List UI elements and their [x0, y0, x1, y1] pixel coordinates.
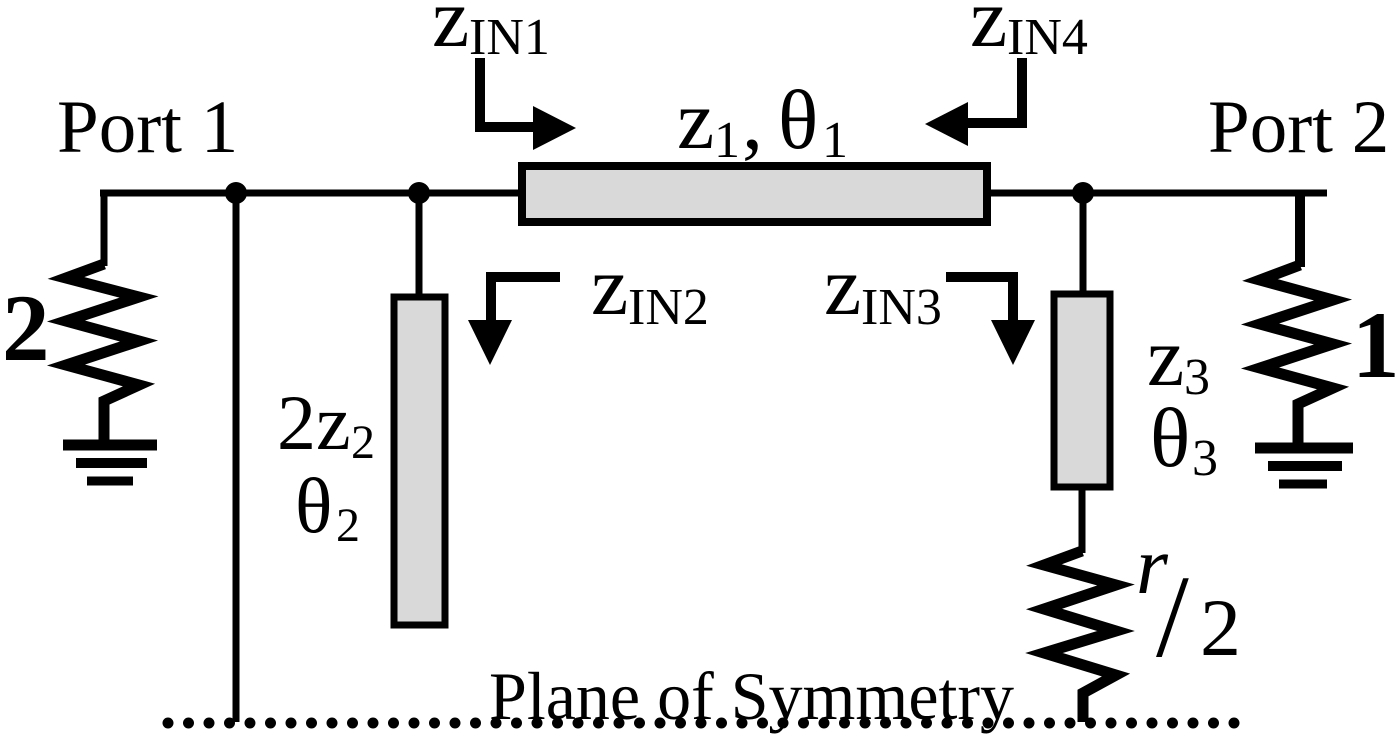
junction-dot — [408, 182, 430, 204]
port-2-label: Port 2 — [1208, 86, 1389, 169]
tline-label-theta: θ — [778, 74, 818, 167]
right-stub-theta-sub: 3 — [1192, 430, 1218, 487]
left-stub-theta-sub: 2 — [336, 499, 360, 552]
zin3-label-base: z — [824, 240, 861, 333]
zin1-label-base: z — [432, 0, 469, 65]
resistor-2-icon — [46, 258, 159, 444]
tline-label-z: z — [677, 74, 714, 167]
tline-label-theta-sub: 1 — [822, 112, 848, 169]
right-stub-z3 — [1050, 290, 1114, 491]
resistor-2-value: 2 — [2, 275, 50, 381]
right-stub-imp: z — [1147, 311, 1184, 404]
right-stub-imp-sub: 3 — [1184, 349, 1210, 406]
left-stub-label: 2z 2 θ 2 — [277, 379, 375, 552]
port-1-label: Port 1 — [57, 86, 238, 169]
zin2-label-base: z — [591, 240, 628, 333]
zin4-label-sub: IN4 — [1007, 9, 1088, 66]
zin4-arrow-icon — [925, 58, 1027, 146]
resistor-r-half-label: r / 2 — [1136, 520, 1241, 682]
zin3-label-sub: IN3 — [861, 279, 942, 336]
zin3-arrow-icon — [946, 272, 1035, 365]
r-half-slash: / — [1156, 551, 1189, 682]
ground-icon-left — [63, 439, 157, 486]
zin1-arrow-icon — [475, 58, 576, 150]
right-stub-theta: θ — [1150, 392, 1190, 485]
left-stub-imp-sub: 2 — [351, 416, 375, 469]
zin1-label-sub: IN1 — [469, 9, 550, 66]
zin2-arrow-icon — [468, 272, 560, 365]
resistor-1-icon — [1240, 259, 1353, 447]
junction-dot — [1072, 182, 1094, 204]
tline-label: z 1 , θ 1 — [677, 74, 848, 169]
tline-label-comma: , — [742, 74, 763, 167]
resistor-r-half-icon — [1025, 545, 1135, 722]
zin4-label-base: z — [970, 0, 1007, 65]
r-half-numerator: r — [1136, 520, 1169, 611]
tline-label-z-sub: 1 — [714, 112, 740, 169]
right-stub-label: z 3 θ 3 — [1147, 311, 1218, 487]
zin2-label-sub: IN2 — [628, 279, 709, 336]
left-open-stub-2z2 — [390, 293, 449, 629]
plane-of-symmetry-label: Plane of Symmetry — [489, 658, 1014, 734]
left-stub-theta: θ — [295, 462, 332, 549]
junction-dot — [225, 182, 247, 204]
r-half-denominator: 2 — [1200, 582, 1241, 673]
resistor-1-value: 1 — [1352, 292, 1400, 398]
transmission-line-z1 — [518, 162, 991, 226]
left-stub-imp: 2z — [277, 379, 351, 466]
ground-icon-right — [1255, 442, 1353, 489]
